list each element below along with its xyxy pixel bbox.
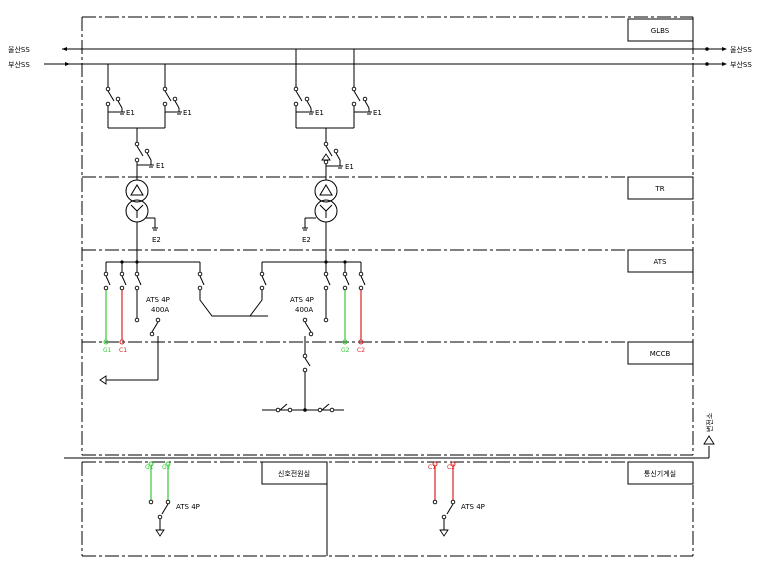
left-glbs-switches [105, 64, 182, 180]
left-glbs-b-e1: E1 [183, 109, 192, 117]
comm-room-label-box: 통신기계실 [627, 461, 694, 485]
left-transformer [125, 179, 158, 262]
glbs-label-box: GLBS [627, 18, 694, 42]
lower-frame [81, 461, 694, 557]
left-ats-red-wire [119, 290, 125, 345]
right-ats-green-wire [342, 290, 348, 345]
tag-c1-lower: C1 [428, 464, 436, 471]
left-ats-label: ATS 4P [146, 296, 170, 304]
tag-c2-right: C2 [357, 347, 365, 354]
left-ats-bus [99, 260, 205, 385]
right-glbs-b-e1: E1 [373, 109, 382, 117]
signal-room-ats-label: ATS 4P [176, 503, 200, 511]
left-tr-e2: E2 [152, 236, 161, 244]
mccb-label: MCCB [650, 350, 671, 358]
right-ats-label: ATS 4P [290, 296, 314, 304]
tr-label-box: TR [627, 176, 694, 200]
right-glbs-a-e1: E1 [315, 109, 324, 117]
glbs-label: GLBS [651, 27, 670, 35]
tr-label: TR [654, 185, 664, 193]
signal-room-ats [148, 461, 171, 537]
feeder-busan-left: 부산SS [8, 60, 30, 69]
right-tr-e2: E2 [302, 236, 311, 244]
comm-room-ats-label: ATS 4P [461, 503, 485, 511]
right-ats-rating: 400A [295, 306, 313, 314]
substation-label: 변전소 [705, 412, 714, 432]
tag-c2-lower: C2 [447, 464, 455, 471]
left-ats-green-wire [103, 290, 109, 345]
feeder-ulsan-left: 울산SS [8, 45, 30, 54]
feeder-ulsan-right: 울산SS [730, 45, 752, 54]
right-lower-e1: E1 [345, 163, 354, 171]
signal-room-label-box: 신호전원실 [261, 461, 328, 556]
comm-room-ats [432, 461, 456, 537]
tag-g1-left: G1 [103, 347, 112, 354]
ats-cross-links [199, 290, 268, 317]
right-ats-bus [259, 260, 366, 413]
left-glbs-a-e1: E1 [126, 109, 135, 117]
substation-link [64, 435, 715, 459]
upper-frame [81, 16, 694, 456]
ats-label-box: ATS [627, 249, 694, 273]
feeder-lines [44, 47, 727, 66]
tag-g2-lower: G2 [162, 464, 171, 471]
right-transformer [302, 179, 338, 262]
right-ats-red-wire [358, 290, 364, 345]
tag-g1-lower: G1 [145, 464, 154, 471]
mccb-label-box: MCCB [627, 341, 694, 365]
right-glbs-switches [293, 49, 372, 180]
ats-label: ATS [654, 258, 668, 266]
left-lower-e1: E1 [156, 162, 165, 170]
feeder-busan-right: 부산SS [730, 60, 752, 69]
left-ats-rating: 400A [151, 306, 169, 314]
tag-g2-right: G2 [341, 347, 350, 354]
tag-c1-left: C1 [119, 347, 127, 354]
comm-room-label: 통신기계실 [644, 469, 676, 478]
signal-room-label: 신호전원실 [278, 469, 310, 478]
section-dividers [82, 176, 693, 343]
